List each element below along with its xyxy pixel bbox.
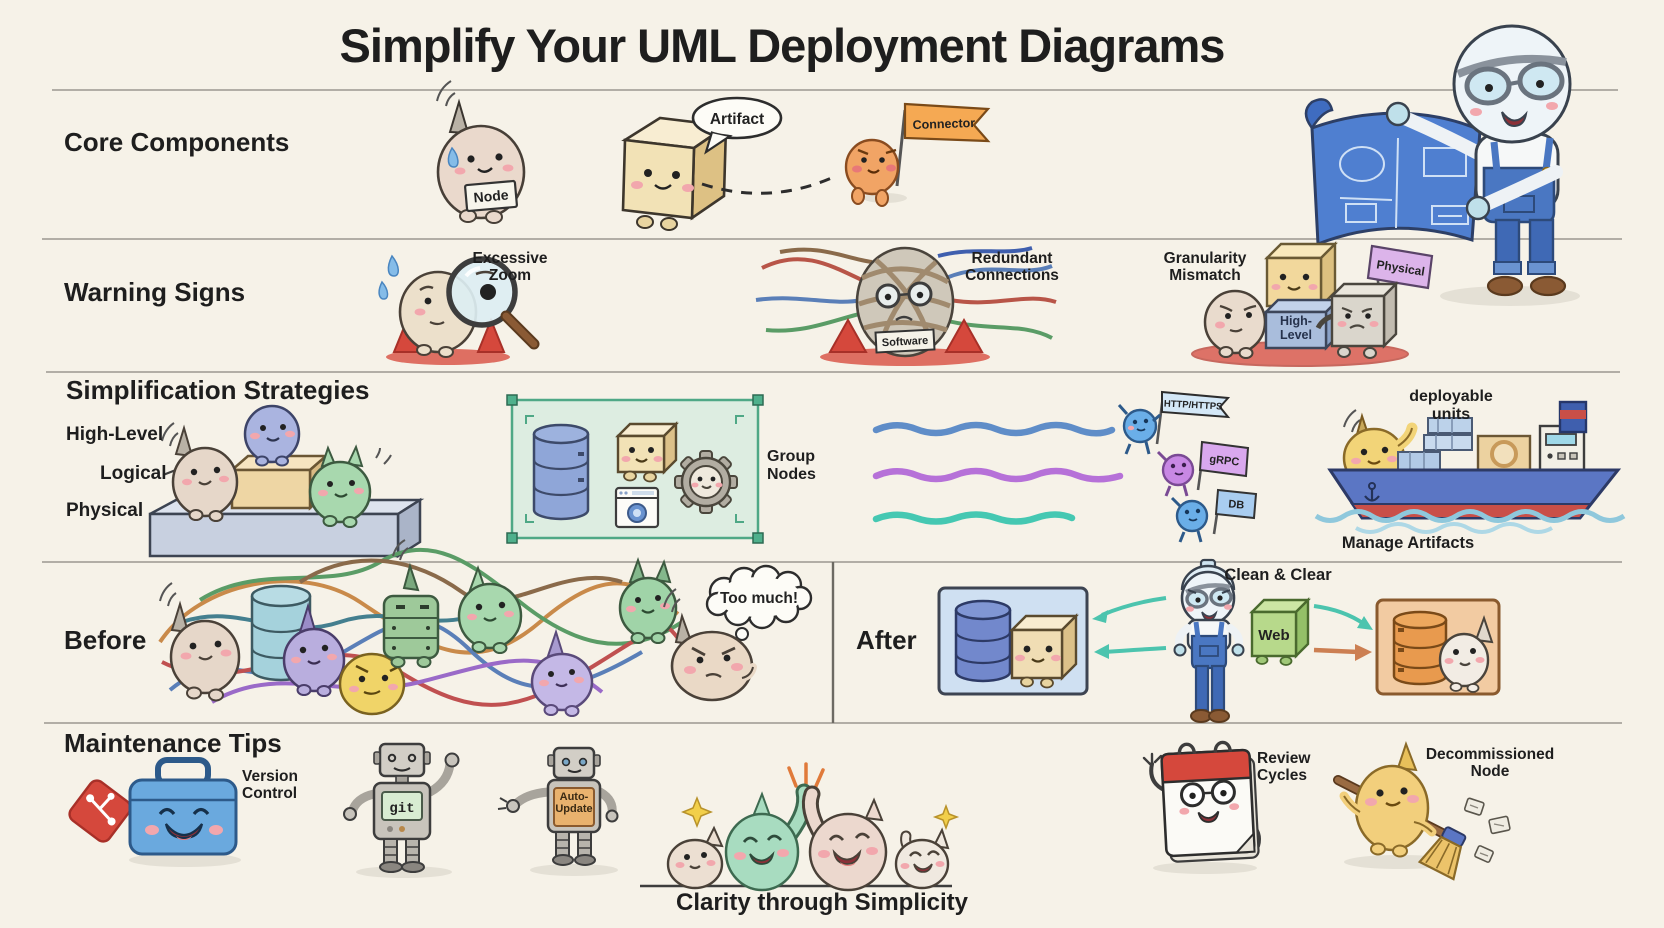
section-heading-maintenance-tips: Maintenance Tips [64, 728, 282, 758]
db-flag-label: DB [1228, 498, 1245, 511]
connector-flag [903, 102, 991, 143]
version-control-group [68, 757, 241, 867]
clap-burst-icon [787, 762, 825, 788]
review-cycles-label: Review Cycles [1257, 750, 1311, 785]
after-clean-group: Web [937, 558, 1501, 723]
physical-flag [1366, 244, 1434, 290]
page-title: Simplify Your UML Deployment Diagrams [339, 19, 1226, 72]
tagline-label: Clarity through Simplicity [675, 889, 969, 916]
decommissioned-node-character [1333, 741, 1511, 881]
section-heading-simplification-strategies: Simplification Strategies [66, 375, 370, 405]
engineer-blueprint-character [1304, 24, 1580, 306]
levels-podium-group [148, 404, 425, 559]
level-logical-label: Logical [100, 463, 167, 484]
excessive-zoom-character [378, 254, 540, 365]
before-tangle-group [158, 539, 692, 717]
grpc-flag-label: gRPC [1209, 453, 1240, 468]
paper-scraps-icon [1463, 797, 1511, 863]
divider-lines [42, 89, 1622, 724]
auto-update-panel [553, 787, 595, 827]
redundant-connections-character: Software [755, 246, 1057, 366]
database-icon [532, 434, 590, 521]
deployable-units-label: deployable units [1409, 388, 1493, 423]
section-heading-core-components: Core Components [64, 127, 290, 157]
clean-clear-label: Clean & Clear [1224, 566, 1332, 584]
arrow-right-bottom [1313, 647, 1359, 655]
node-character: Node [436, 80, 526, 224]
broom-icon [1417, 826, 1467, 881]
warning-excessive-zoom-label: Excessive Zoom [472, 250, 548, 285]
connector-character: Connector [844, 102, 991, 207]
node-sign-label: Node [473, 186, 509, 205]
container-boxes-icon [1397, 417, 1473, 471]
manage-artifacts-label: Manage Artifacts [1341, 534, 1475, 552]
too-much-label: Too much! [720, 590, 798, 607]
group-nodes-label: Group Nodes [767, 448, 816, 483]
git-screen-label: git [389, 801, 414, 817]
http-line [872, 421, 1116, 437]
arrow-right-top [1313, 604, 1366, 626]
anchor-icon [1364, 489, 1380, 502]
sparkle-star-icon [680, 795, 714, 829]
warning-granularity-mismatch-label: Granularity Mismatch [1163, 250, 1247, 285]
db-line [872, 511, 1076, 525]
sparkle-star-icon [932, 803, 960, 831]
arrow-left-bottom [1103, 646, 1167, 654]
decommissioned-node-label: Decommissioned Node [1425, 746, 1555, 781]
level-physical-label: Physical [66, 500, 144, 521]
arrow-left-top [1101, 596, 1167, 617]
git-diamond-icon [68, 779, 132, 843]
water-waves [1314, 509, 1626, 523]
toolbox-icon [128, 778, 238, 856]
http-flag [1161, 390, 1231, 419]
connector-flag-label: Connector [912, 116, 975, 132]
db-flag [1214, 488, 1258, 520]
after-database-icon [954, 610, 1012, 683]
web-cube-label: Web [1258, 627, 1289, 644]
git-screen [381, 791, 423, 821]
artifact-character: Artifact [621, 96, 837, 231]
high-five-celebration-group [640, 762, 960, 892]
level-high-level-label: High-Level [66, 424, 164, 445]
high-level-cube-label: High-Level [1280, 314, 1312, 342]
connection-types-group: HTTP/HTTPS gRPC DB [872, 390, 1258, 543]
section-heading-warning-signs: Warning Signs [64, 277, 246, 307]
connector-dashed-line [701, 174, 837, 195]
review-cycles-calendar-character [1142, 740, 1261, 874]
artifact-bubble-label: Artifact [710, 111, 764, 128]
section-heading-after: After [856, 625, 917, 655]
too-much-character: Too much! [663, 564, 813, 702]
git-robot-character: git [343, 742, 460, 878]
warning-redundant-connections-label: Redundant Connections [965, 250, 1059, 285]
grpc-line [872, 467, 1124, 483]
auto-update-robot-character [497, 746, 619, 876]
version-control-label: Version Control [242, 768, 298, 803]
software-sign-label: Software [882, 335, 929, 349]
auto-update-panel-label: Auto-Update [555, 791, 593, 815]
server-robot-icon [382, 594, 440, 660]
web-cube [1250, 610, 1298, 658]
granularity-mismatch-group: Physical [1191, 241, 1434, 367]
group-nodes-panel [506, 394, 764, 544]
gear-icon [674, 450, 738, 514]
artifact-ship-group [1314, 400, 1626, 534]
http-flag-label: HTTP/HTTPS [1164, 398, 1223, 412]
section-heading-before: Before [64, 625, 147, 655]
grpc-flag [1198, 440, 1250, 478]
